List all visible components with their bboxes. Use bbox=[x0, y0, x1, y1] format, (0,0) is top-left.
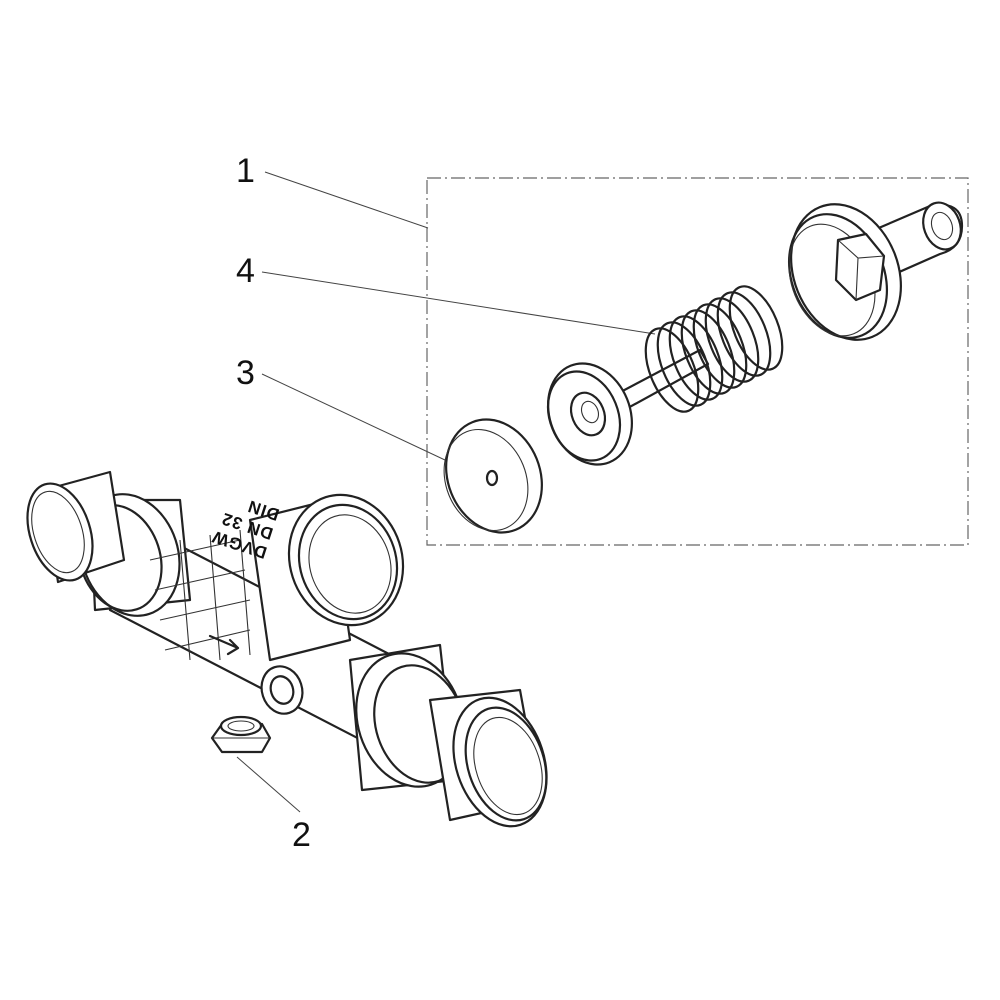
callout-1: 1 bbox=[236, 152, 255, 190]
leader-line-3 bbox=[261, 373, 463, 469]
flat-disc-part bbox=[443, 418, 543, 534]
valve-body-part: DVGW DN 32 DIN bbox=[26, 470, 548, 828]
spring-assembly-part bbox=[546, 285, 784, 466]
screw-cap-part bbox=[787, 201, 964, 341]
assembly-group-frame bbox=[426, 177, 969, 546]
callout-4: 4 bbox=[236, 252, 255, 290]
flow-arrow-icon bbox=[208, 634, 240, 656]
plug-part bbox=[210, 715, 272, 754]
leader-line-1 bbox=[264, 171, 429, 229]
spring-coils bbox=[644, 285, 784, 413]
leader-line-4 bbox=[261, 271, 656, 335]
callout-2: 2 bbox=[292, 816, 311, 854]
callout-3: 3 bbox=[236, 354, 255, 392]
leader-lines bbox=[236, 171, 656, 813]
leader-line-2 bbox=[236, 756, 301, 813]
